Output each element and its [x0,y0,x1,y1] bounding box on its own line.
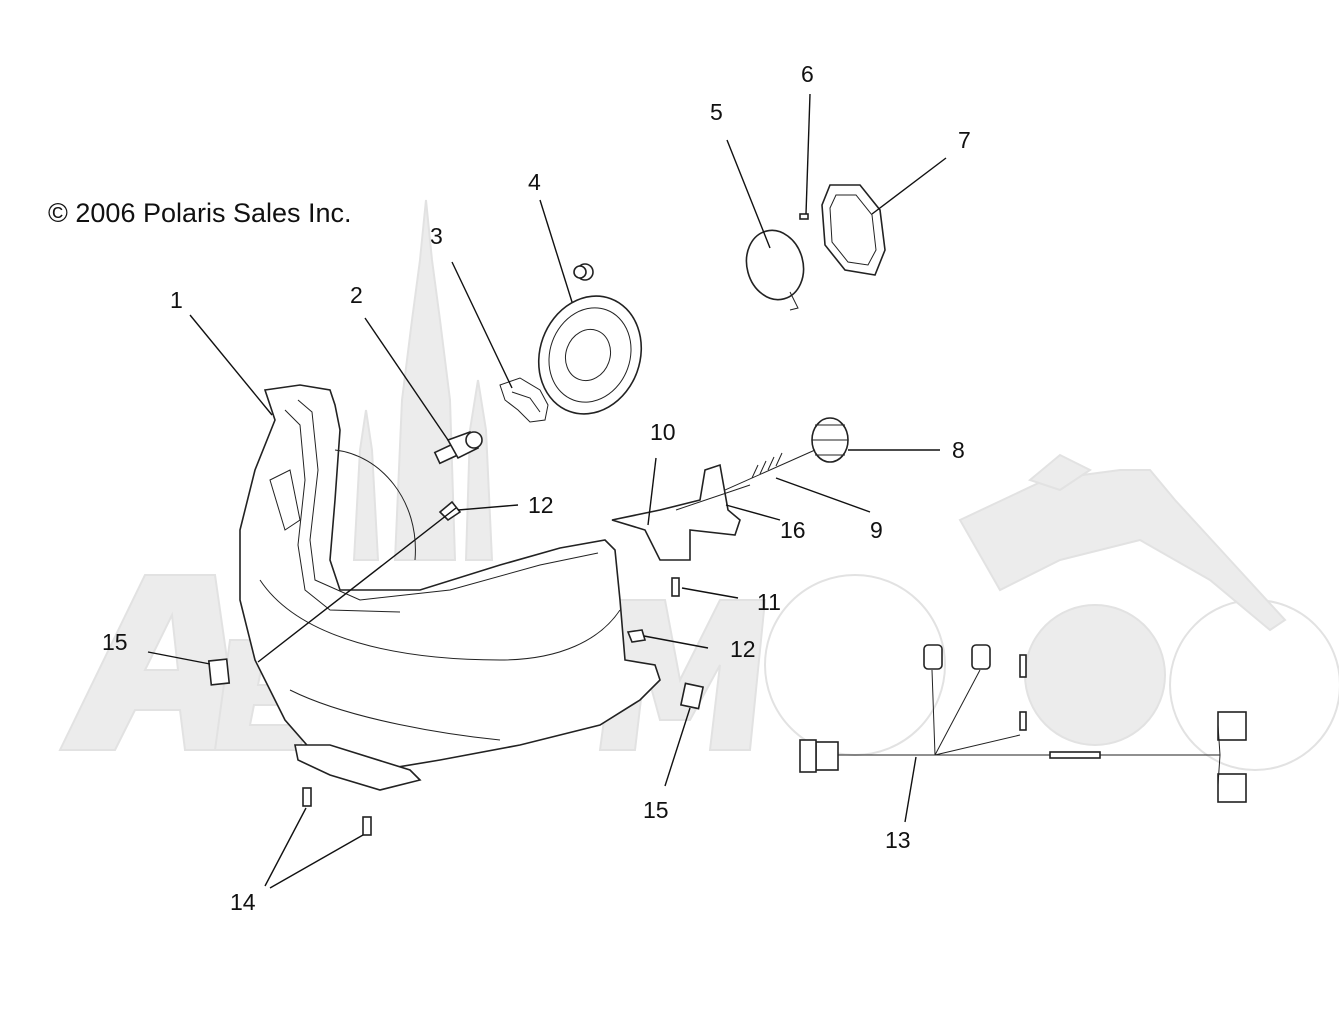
clip-part-15-right [679,682,705,710]
callout-15-left: 15 [102,629,128,655]
rod-part-16 [675,484,751,511]
callout-9: 9 [870,517,883,543]
gasket-part-7 [821,184,886,276]
callout-13: 13 [885,827,911,853]
callout-12-upper: 12 [528,492,554,518]
wiring-harness-part-13 [799,644,1247,803]
watermark-spire [393,199,457,561]
bracket-part-10 [611,463,741,561]
lamp-cover-part-5 [745,229,805,311]
callout-4: 4 [528,169,541,195]
callout-3: 3 [430,223,443,249]
callout-10: 10 [650,419,676,445]
callout-1: 1 [170,287,183,313]
callout-14: 14 [230,889,256,915]
callout-6: 6 [801,61,814,87]
bulb-part-2 [433,431,483,465]
callout-labels: 1 2 3 4 5 6 7 8 9 10 11 12 12 13 14 15 1… [102,61,971,915]
callout-15-right: 15 [643,797,669,823]
callout-7: 7 [958,127,971,153]
reflector-part-4 [537,263,643,415]
clip-part-15-left [207,658,231,686]
pins-part-14 [302,787,372,836]
callout-11: 11 [757,589,781,615]
copyright-notice: © 2006 Polaris Sales Inc. [48,198,352,228]
adjuster-knob-part-8 [811,417,849,463]
callout-8: 8 [952,437,965,463]
leader-lines [147,93,947,889]
watermark-letter-a [58,574,242,751]
screw-part-12-lower [626,629,647,643]
screw-part-6 [799,213,809,220]
screw-part-12-upper [438,500,462,522]
headlight-housing-part-1 [239,384,661,791]
callout-12-lower: 12 [730,636,756,662]
screw-part-11 [671,577,680,597]
spring-clip-part-3 [499,377,549,423]
watermark-bike-frame [958,469,1287,632]
callout-2: 2 [350,282,363,308]
callout-5: 5 [710,99,723,125]
callout-16: 16 [780,517,806,543]
